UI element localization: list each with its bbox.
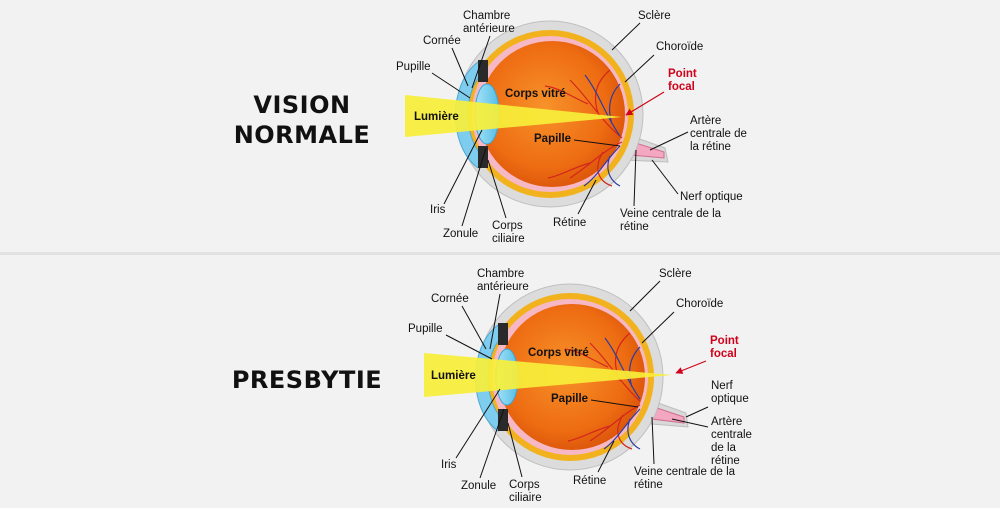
label-retine: Rétine	[553, 217, 586, 229]
iris-top	[478, 60, 488, 82]
label-lumiere: Lumière	[414, 111, 459, 123]
title-presbytie: PRESBYTIE	[231, 366, 383, 394]
label-point-focal-1: Point	[668, 68, 697, 80]
eye-diagram-presbytie: Lumière Corps vitré Papille Chambre anté…	[408, 268, 752, 504]
label-sclere: Sclère	[659, 268, 692, 280]
label-nerf-2: optique	[711, 393, 749, 405]
label-corps-vitre: Corps vitré	[528, 347, 589, 359]
light-beam	[405, 95, 622, 137]
label-cornee: Cornée	[431, 293, 469, 305]
label-artere-4: rétine	[711, 455, 740, 467]
label-nerf-optique: Nerf optique	[680, 191, 743, 203]
title-line-1: VISION	[253, 91, 351, 119]
label-corps-ciliaire-2: ciliaire	[492, 233, 525, 245]
label-pupille: Pupille	[408, 323, 443, 335]
eye-diagram-normal: Lumière Corps vitré Papille Chambre anté…	[396, 10, 747, 245]
label-zonule: Zonule	[461, 480, 496, 492]
title-vision-normale: VISION NORMALE	[232, 90, 372, 150]
panel-vision-normale: VISION NORMALE Lumière Corps vit	[0, 0, 1000, 252]
label-pupille: Pupille	[396, 61, 431, 73]
label-corps-ciliaire-1: Corps	[492, 220, 523, 232]
label-chambre-1: Chambre	[477, 268, 524, 280]
panel-presbytie: PRESBYTIE Lumière Corps vitré Papille Ch…	[0, 255, 1000, 508]
panel-divider	[0, 252, 1000, 255]
label-iris: Iris	[430, 204, 446, 216]
label-nerf-1: Nerf	[711, 380, 734, 392]
label-artere-3: la rétine	[690, 141, 731, 153]
label-corps-ciliaire-2: ciliaire	[509, 492, 542, 504]
label-artere-3: de la	[711, 442, 737, 454]
label-veine-1: Veine centrale de la	[620, 208, 722, 220]
label-artere-1: Artère	[711, 416, 742, 428]
label-artere-2: centrale de	[690, 128, 747, 140]
label-cornee: Cornée	[423, 35, 461, 47]
iris-bottom	[498, 409, 508, 431]
title-line-2: NORMALE	[233, 121, 371, 149]
label-lumiere: Lumière	[431, 370, 476, 382]
label-chambre-1: Chambre	[463, 10, 510, 22]
label-corps-ciliaire-1: Corps	[509, 479, 540, 491]
label-artere-1: Artère	[690, 115, 721, 127]
label-veine-2: rétine	[620, 221, 649, 233]
label-point-focal-2: focal	[668, 81, 695, 93]
label-zonule: Zonule	[443, 228, 478, 240]
label-retine: Rétine	[573, 475, 606, 487]
label-iris: Iris	[441, 459, 457, 471]
light-beam	[424, 353, 672, 397]
label-choroide: Choroïde	[656, 41, 703, 53]
label-choroide: Choroïde	[676, 298, 723, 310]
label-sclere: Sclère	[638, 10, 671, 22]
label-chambre-2: antérieure	[463, 23, 515, 35]
label-veine-1: Veine centrale de la	[634, 466, 736, 478]
label-veine-2: rétine	[634, 479, 663, 491]
iris-top	[498, 323, 508, 345]
label-papille: Papille	[551, 393, 588, 405]
label-papille: Papille	[534, 133, 571, 145]
label-corps-vitre: Corps vitré	[505, 88, 566, 100]
label-point-focal-2: focal	[710, 348, 737, 360]
label-chambre-2: antérieure	[477, 281, 529, 293]
label-artere-2: centrale	[711, 429, 752, 441]
label-point-focal-1: Point	[710, 335, 739, 347]
blood-vessels	[544, 69, 623, 187]
